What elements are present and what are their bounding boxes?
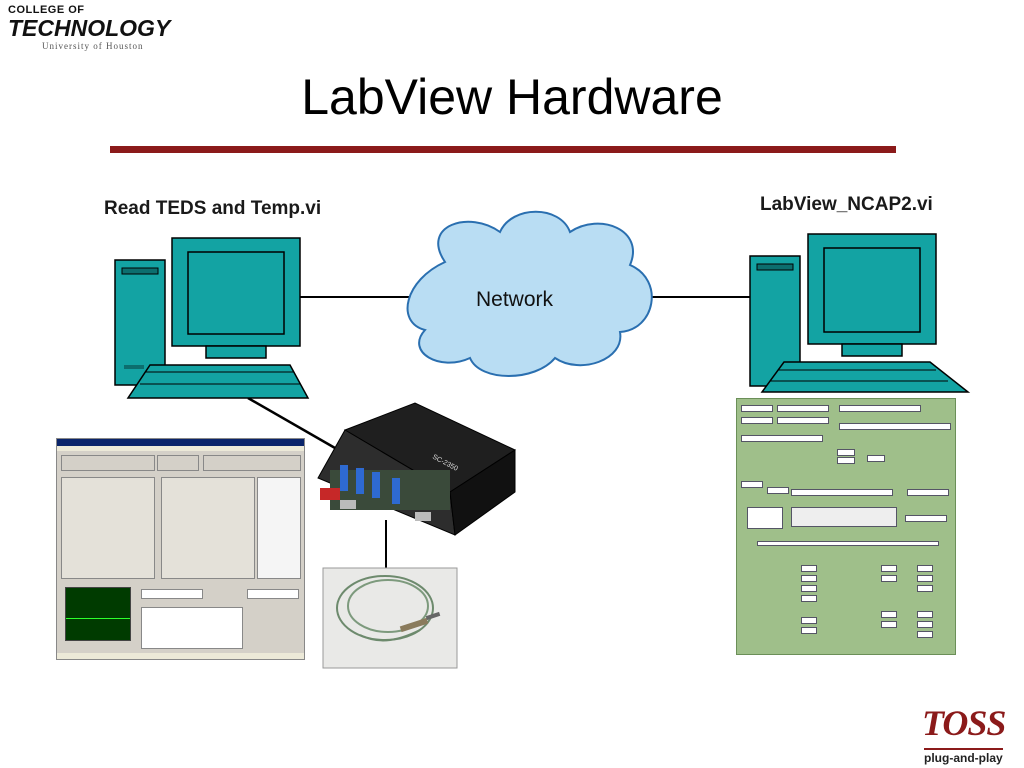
right-vi-panel-screenshot [736, 398, 956, 655]
network-label: Network [476, 288, 554, 311]
temperature-graph [65, 587, 131, 641]
vi-menubar [57, 446, 304, 451]
left-computer-icon [114, 237, 310, 399]
network-cloud [406, 210, 653, 377]
link-computer-device [247, 396, 336, 450]
college-logo: COLLEGE OF TECHNOLOGY University of Hous… [8, 4, 178, 51]
toss-logo-main: TOSS [922, 703, 1006, 743]
slide-title: LabView Hardware [301, 69, 723, 125]
logo-line-college-of: COLLEGE OF [8, 4, 85, 16]
right-computer-label: LabView_NCAP2.vi [760, 194, 933, 215]
title-rule [110, 146, 896, 153]
logo-line-university: University of Houston [42, 41, 144, 51]
toss-logo-sub: plug-and-play [924, 748, 1003, 765]
right-computer-icon [749, 233, 971, 393]
vi-titlebar [57, 439, 304, 446]
teds-table-right [161, 477, 255, 579]
logo-line-technology: TECHNOLOGY [8, 15, 171, 41]
left-computer-label: Read TEDS and Temp.vi [104, 198, 322, 219]
toss-logo: TOSS plug-and-play [922, 703, 1018, 765]
daq-device-icon: SC-2350 [317, 402, 517, 536]
teds-table-left [61, 477, 155, 579]
left-vi-panel-screenshot [56, 438, 305, 660]
thermocouple-sensor-photo [322, 567, 458, 669]
